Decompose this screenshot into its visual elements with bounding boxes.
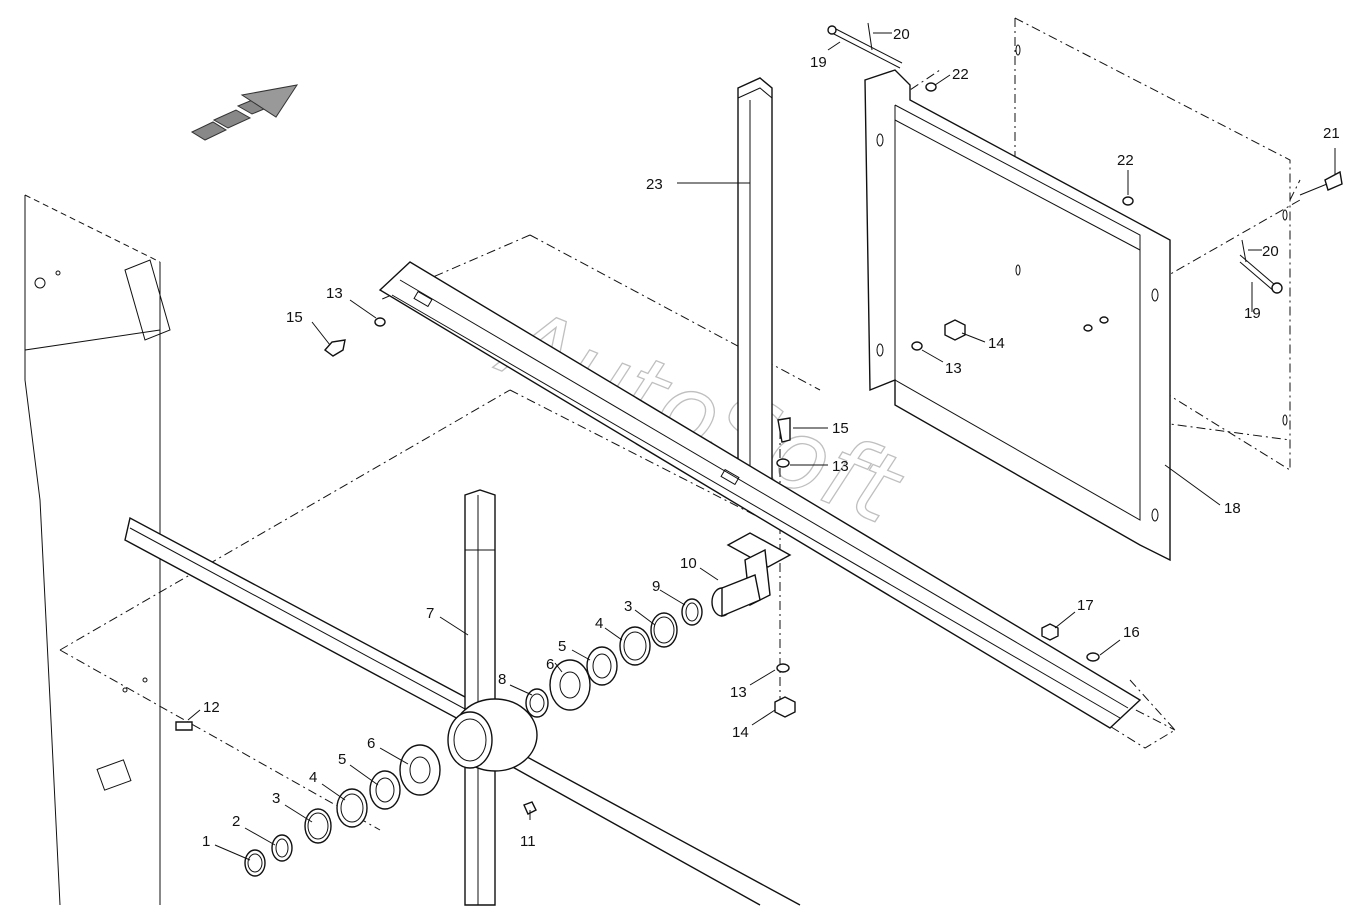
vertical-post [464, 489, 496, 906]
callout-7: 7 [426, 605, 434, 622]
callout-20a: 20 [893, 26, 910, 43]
callout-13c: 13 [730, 684, 747, 701]
callout-3a: 3 [272, 790, 280, 807]
callout-19b: 19 [1244, 305, 1261, 322]
machine-body [24, 194, 171, 906]
callout-labels: 1 2 3 4 5 6 7 8 6 5 4 3 9 10 11 12 13 15… [202, 26, 1340, 850]
callout-6a: 6 [367, 735, 375, 752]
callout-12: 12 [203, 699, 220, 716]
callout-6b: 6 [546, 656, 554, 673]
callout-18: 18 [1224, 500, 1241, 517]
hub-housing [447, 698, 538, 772]
callout-22b: 22 [1117, 152, 1134, 169]
callout-8: 8 [498, 671, 506, 688]
callout-22a: 22 [952, 66, 969, 83]
callout-1: 1 [202, 833, 210, 850]
callout-14a: 14 [732, 724, 749, 741]
radiator-frame [864, 69, 1171, 562]
callout-13b: 13 [832, 458, 849, 475]
callout-10: 10 [680, 555, 697, 572]
leader-lines [187, 32, 1336, 861]
callout-15a: 15 [286, 309, 303, 326]
screen-panel [1015, 44, 1288, 426]
callout-4a: 4 [309, 769, 317, 786]
callout-16: 16 [1123, 624, 1140, 641]
callout-2: 2 [232, 813, 240, 830]
callout-5b: 5 [558, 638, 566, 655]
callout-14b: 14 [988, 335, 1005, 352]
watermark: AutoSoft [483, 284, 917, 546]
callout-3b: 3 [624, 598, 632, 615]
callout-17: 17 [1077, 597, 1094, 614]
callout-13d: 13 [945, 360, 962, 377]
crossbar [378, 261, 1142, 729]
callout-23: 23 [646, 176, 663, 193]
callout-9: 9 [652, 578, 660, 595]
bearing-stack-right [525, 598, 703, 718]
upright-tube [737, 77, 773, 501]
callout-21: 21 [1323, 125, 1340, 142]
bearing-stack-left [244, 744, 441, 877]
callout-13a: 13 [326, 285, 343, 302]
bearing-bracket [711, 532, 792, 618]
callout-4b: 4 [595, 615, 603, 632]
direction-arrow-icon [190, 84, 299, 141]
callout-11: 11 [520, 833, 536, 850]
fasteners [175, 22, 1343, 815]
callout-19a: 19 [810, 54, 827, 71]
callout-20b: 20 [1262, 243, 1279, 260]
callout-15b: 15 [832, 420, 849, 437]
callout-5a: 5 [338, 751, 346, 768]
